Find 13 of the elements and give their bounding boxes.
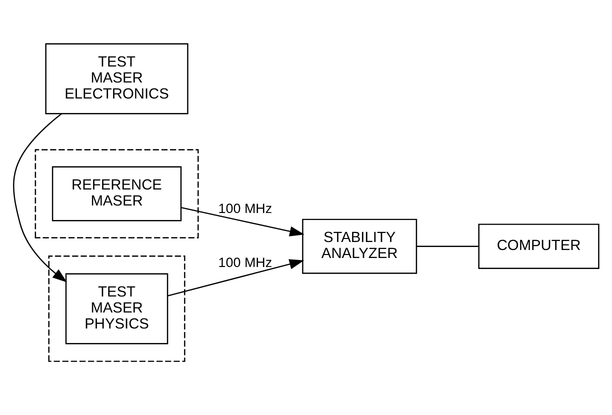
arrow [168, 259, 304, 296]
cluster [34, 149, 199, 238]
arrow [181, 206, 304, 236]
edge-label: 100 MHz [218, 201, 272, 216]
connector [416, 246, 479, 247]
node-box: REFERENCE MASER [52, 166, 182, 222]
node-box: STABILITY ANALYZER [302, 218, 418, 274]
arrow [13, 113, 68, 282]
node-box: TEST MASER PHYSICS [65, 273, 168, 344]
node-box: COMPUTER [478, 224, 600, 269]
cluster [48, 256, 186, 362]
edge-label: 100 MHz [218, 254, 272, 270]
node-box: TEST MASER ELECTRONICS [45, 43, 188, 114]
